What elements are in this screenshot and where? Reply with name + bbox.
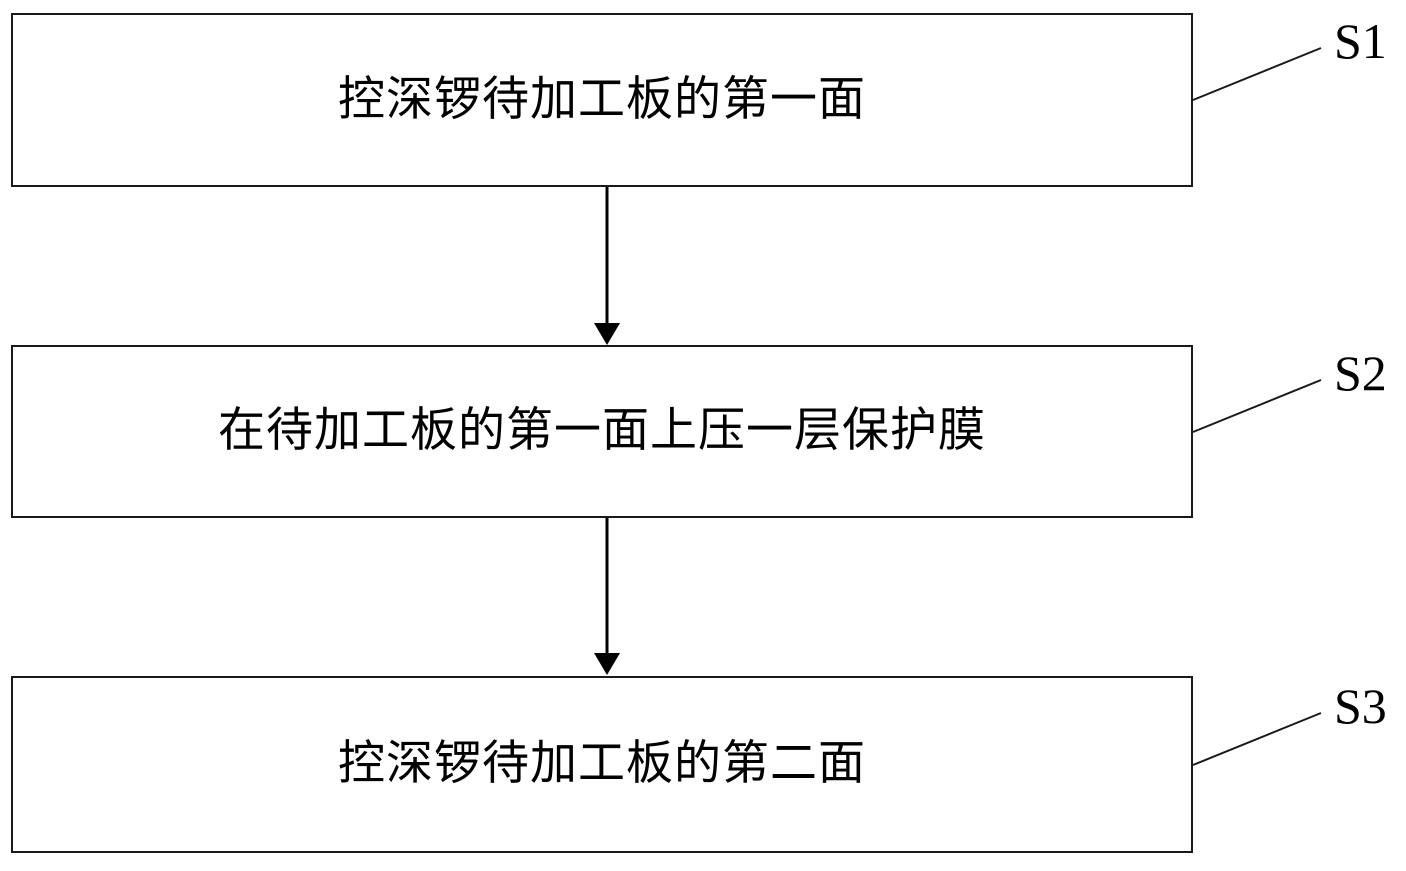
flowchart-arrow-s1-to-s2 — [594, 187, 620, 345]
flowchart-step-text-s3: 控深锣待加工板的第二面 — [338, 736, 866, 792]
leader-line-s1 — [1192, 47, 1322, 101]
flowchart-step-box-s1[interactable]: 控深锣待加工板的第一面 — [11, 13, 1193, 187]
flowchart-step-label-s2: S2 — [1334, 345, 1387, 401]
flowchart-step-label-s3: S3 — [1334, 678, 1387, 734]
leader-line-s2 — [1192, 379, 1322, 433]
flowchart-step-box-s3[interactable]: 控深锣待加工板的第二面 — [11, 676, 1193, 853]
flowchart-step-box-s2[interactable]: 在待加工板的第一面上压一层保护膜 — [11, 345, 1193, 518]
leader-line-s3 — [1192, 712, 1322, 766]
flowchart-arrow-s2-to-s3 — [594, 518, 620, 675]
flowchart-step-text-s1: 控深锣待加工板的第一面 — [338, 71, 866, 127]
flowchart-step-text-s2: 在待加工板的第一面上压一层保护膜 — [218, 403, 986, 459]
flowchart-step-label-s1: S1 — [1334, 13, 1387, 69]
